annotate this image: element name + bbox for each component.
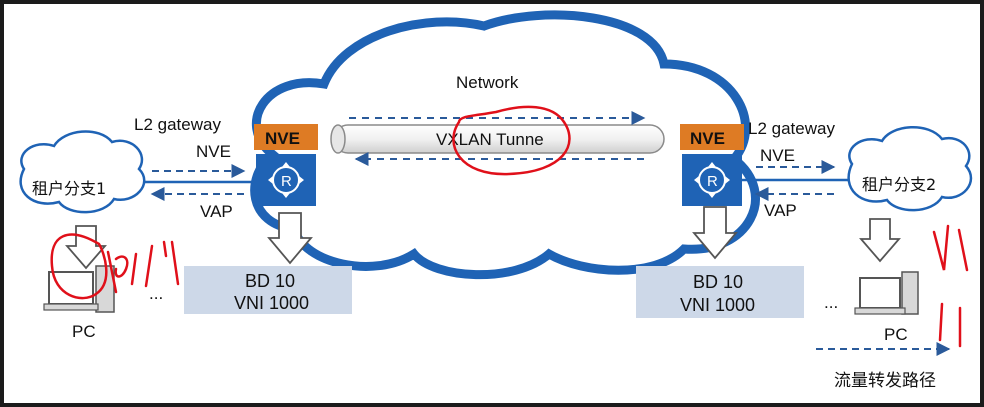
network-label: Network [456, 73, 519, 92]
left-gateway-label: L2 gateway [134, 115, 221, 134]
annotation-circle-pc [50, 233, 108, 300]
right-ellipsis: ... [824, 293, 838, 312]
left-tenant-down-arrow [65, 225, 107, 270]
left-nve-label: NVE [196, 142, 231, 161]
right-router-glyph: R [707, 173, 718, 190]
left-ellipsis: ... [149, 284, 163, 303]
left-nve-down-arrow [267, 212, 313, 265]
right-tenant-down-arrow [859, 218, 901, 263]
annotation-circle-tunnel [452, 105, 571, 176]
left-pc-icon [43, 265, 115, 313]
left-tenant-cloud [19, 130, 146, 214]
vxlan-diagram: Network VXLAN Tunne NVE R L2 gateway NVE… [19, 10, 973, 391]
right-nve-tag [680, 124, 744, 150]
right-gateway-label: L2 gateway [748, 119, 835, 138]
legend-label: 流量转发路径 [834, 371, 936, 391]
right-tenant-label: 租户分支2 [862, 175, 936, 194]
left-pc-label: PC [72, 322, 96, 341]
left-nve-tag [254, 124, 318, 150]
right-vap-label: VAP [764, 201, 797, 220]
right-nve-tag-text: NVE [690, 129, 725, 148]
diagram-canvas: Network VXLAN Tunne NVE R L2 gateway NVE… [4, 4, 980, 403]
left-router-glyph: R [281, 173, 292, 190]
red-annotations [50, 105, 969, 348]
right-bd-box [636, 266, 804, 318]
left-vni-label: VNI 1000 [234, 293, 309, 313]
left-bd-box [184, 266, 352, 314]
right-pc-label: PC [884, 325, 908, 344]
tunnel-label: VXLAN Tunne [436, 130, 544, 149]
right-nve-down-arrow [692, 206, 738, 260]
right-tenant-cloud [847, 125, 973, 212]
annotation-scribble-right-top [932, 224, 969, 272]
right-nve-label: NVE [760, 146, 795, 165]
left-vap-label: VAP [200, 202, 233, 221]
annotation-scribble-left [106, 240, 180, 294]
left-bd-label: BD 10 [245, 271, 295, 291]
right-pc-icon [854, 271, 919, 315]
right-bd-label: BD 10 [693, 272, 743, 292]
left-tenant-label: 租户分支1 [32, 179, 106, 198]
right-vni-label: VNI 1000 [680, 295, 755, 315]
left-nve-tag-text: NVE [265, 129, 300, 148]
annotation-scribble-right-bottom [938, 302, 962, 348]
vxlan-tunnel [330, 124, 665, 154]
